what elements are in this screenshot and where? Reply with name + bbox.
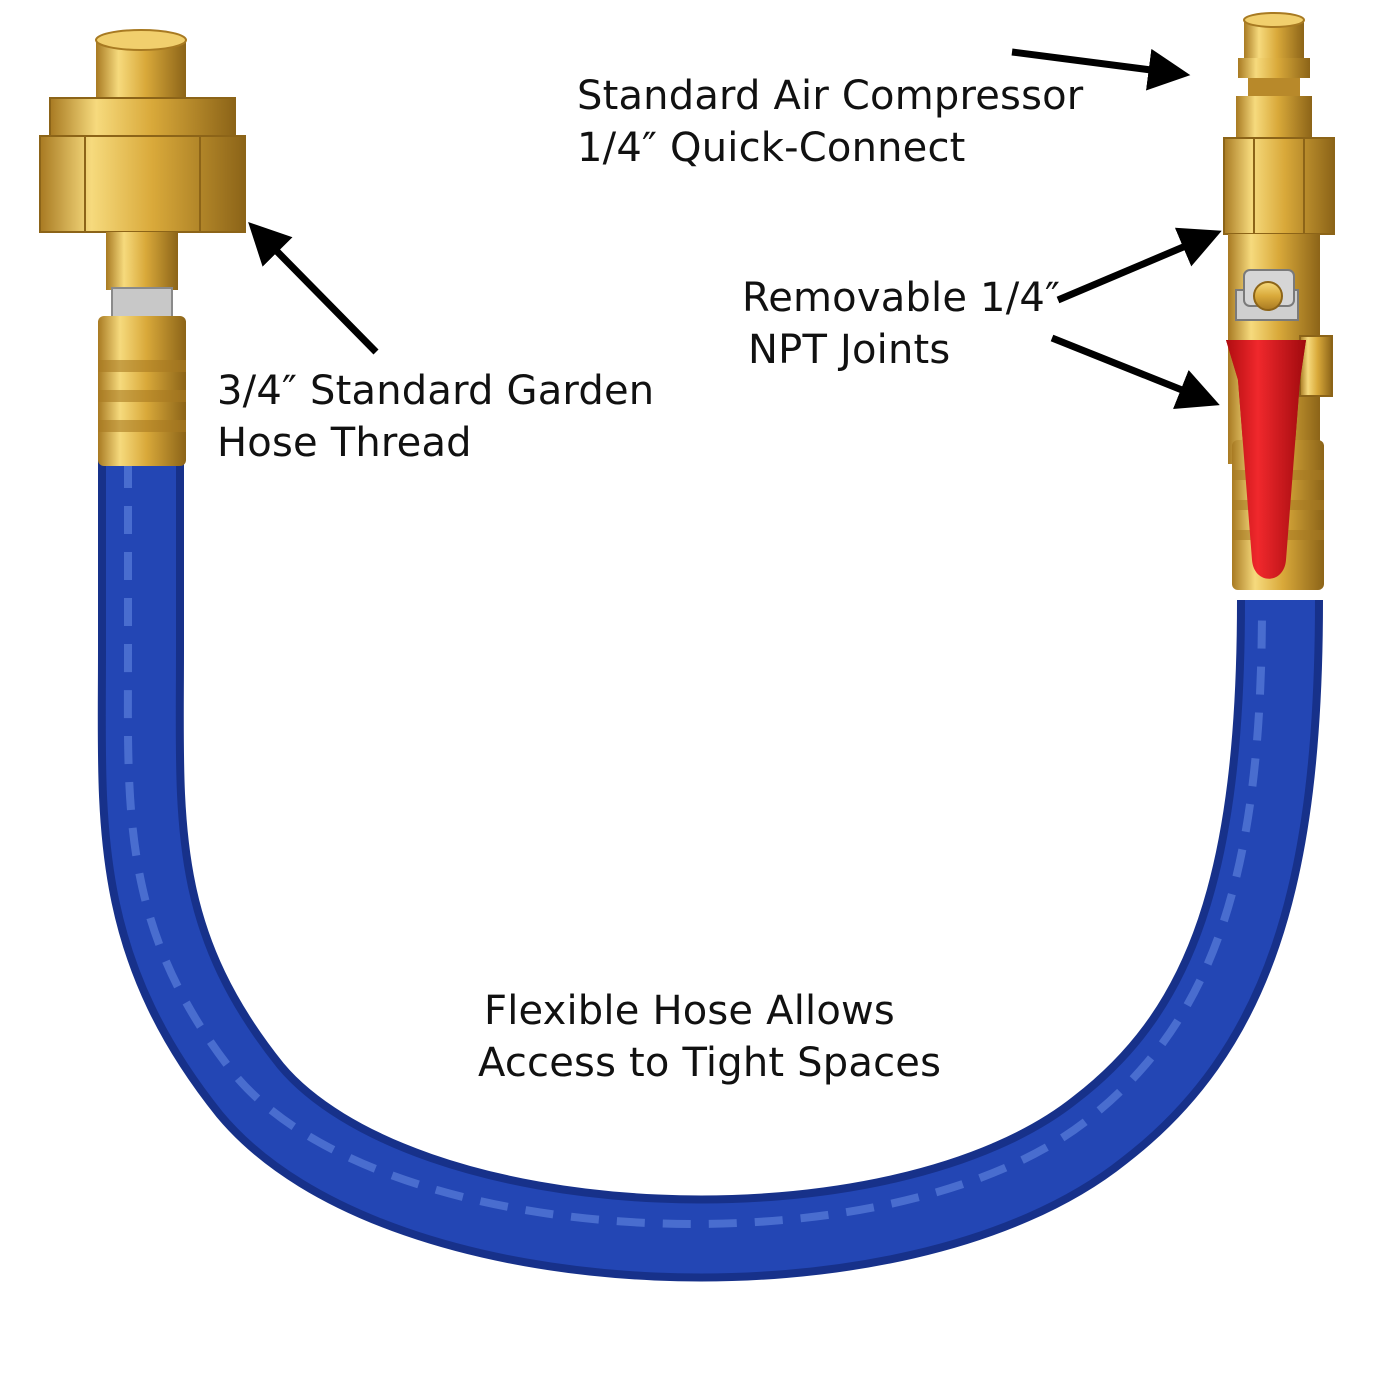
garden-hose-fitting bbox=[39, 29, 246, 466]
arrow-npt-lower bbox=[1050, 334, 1220, 410]
arrow-npt-upper bbox=[1056, 227, 1222, 304]
callout-npt-joints-line1: Removable 1/4″ bbox=[742, 275, 1061, 321]
arrow-quick-connect bbox=[1011, 48, 1191, 91]
callout-quick-connect-line2: 1/4″ Quick-Connect bbox=[577, 125, 966, 171]
blue-hose bbox=[97, 455, 1323, 1282]
callout-garden-thread-line1: 3/4″ Standard Garden bbox=[217, 368, 655, 414]
right-hose-sleeve bbox=[1226, 340, 1324, 590]
callout-quick-connect: Standard Air Compressor 1/4″ Quick-Conne… bbox=[577, 70, 1083, 174]
callout-flexible-hose-line2: Access to Tight Spaces bbox=[478, 1040, 942, 1086]
callout-flexible-hose: Flexible Hose Allows Access to Tight Spa… bbox=[478, 985, 941, 1089]
arrow-garden-thread bbox=[248, 222, 379, 355]
callout-garden-thread-line2: Hose Thread bbox=[217, 420, 472, 466]
callout-npt-joints-line2: NPT Joints bbox=[748, 327, 951, 373]
callout-quick-connect-line1: Standard Air Compressor bbox=[577, 73, 1084, 119]
quick-connect-fitting bbox=[1223, 12, 1335, 235]
callout-garden-thread: 3/4″ Standard Garden Hose Thread bbox=[217, 365, 654, 469]
callout-flexible-hose-line1: Flexible Hose Allows bbox=[484, 988, 895, 1034]
callout-npt-joints: Removable 1/4″ NPT Joints bbox=[742, 272, 1060, 376]
